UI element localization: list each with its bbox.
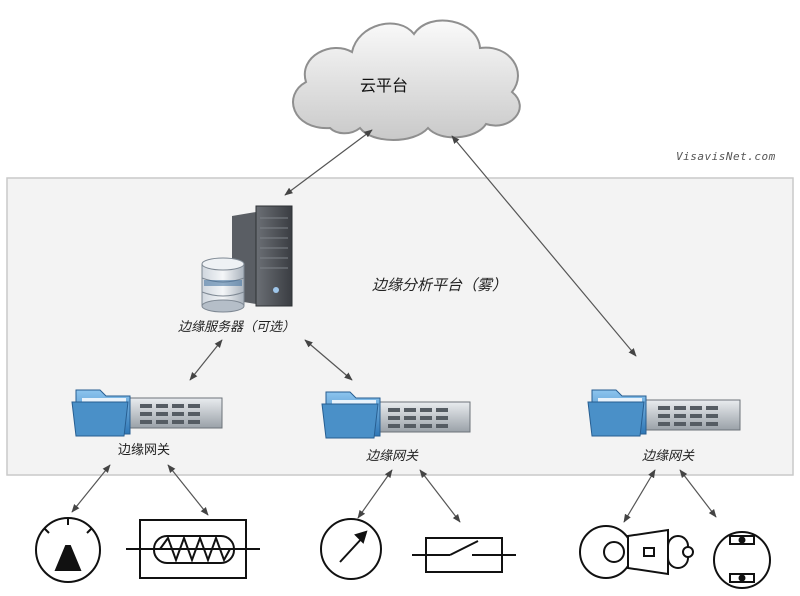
sensor-icon xyxy=(713,531,771,589)
arrow-gateway2-device3 xyxy=(357,469,393,519)
arrow-gateway3-device6 xyxy=(679,469,717,518)
arrow-cloud-gateway3 xyxy=(451,135,637,357)
arrow-gateway2-device4 xyxy=(419,469,461,523)
arrow-cloud-server xyxy=(284,129,373,196)
arrow-gateway3-device5 xyxy=(623,469,656,523)
gateway-2-icon xyxy=(321,391,471,439)
gauge-meter-icon xyxy=(35,517,101,583)
motor-icon xyxy=(579,525,694,579)
arrow-server-gateway1 xyxy=(189,339,223,381)
gateway-3-icon xyxy=(587,389,741,437)
gateway-2-label: 边缘网关 xyxy=(366,449,419,464)
arrow-server-gateway2 xyxy=(304,339,353,381)
cloud-platform-label: 云平台 xyxy=(360,76,409,95)
gateway-1-label: 边缘网关 xyxy=(118,443,171,458)
edge-server-label: 边缘服务器（可选） xyxy=(178,320,296,335)
edge-platform-label: 边缘分析平台（雾） xyxy=(372,276,508,294)
resistor-heater-icon xyxy=(126,519,260,579)
gateway-3-label: 边缘网关 xyxy=(642,449,695,464)
gateway-1-icon xyxy=(71,389,223,437)
cloud-icon xyxy=(292,19,521,141)
watermark: VisavisNet.com xyxy=(676,150,776,163)
switch-icon xyxy=(412,537,516,573)
arrow-gateway1-device1 xyxy=(71,464,111,513)
pressure-gauge-icon xyxy=(320,518,382,580)
connection-arrows xyxy=(71,129,717,523)
edge-server-icon xyxy=(201,205,293,313)
arrow-gateway1-device2 xyxy=(167,464,209,516)
